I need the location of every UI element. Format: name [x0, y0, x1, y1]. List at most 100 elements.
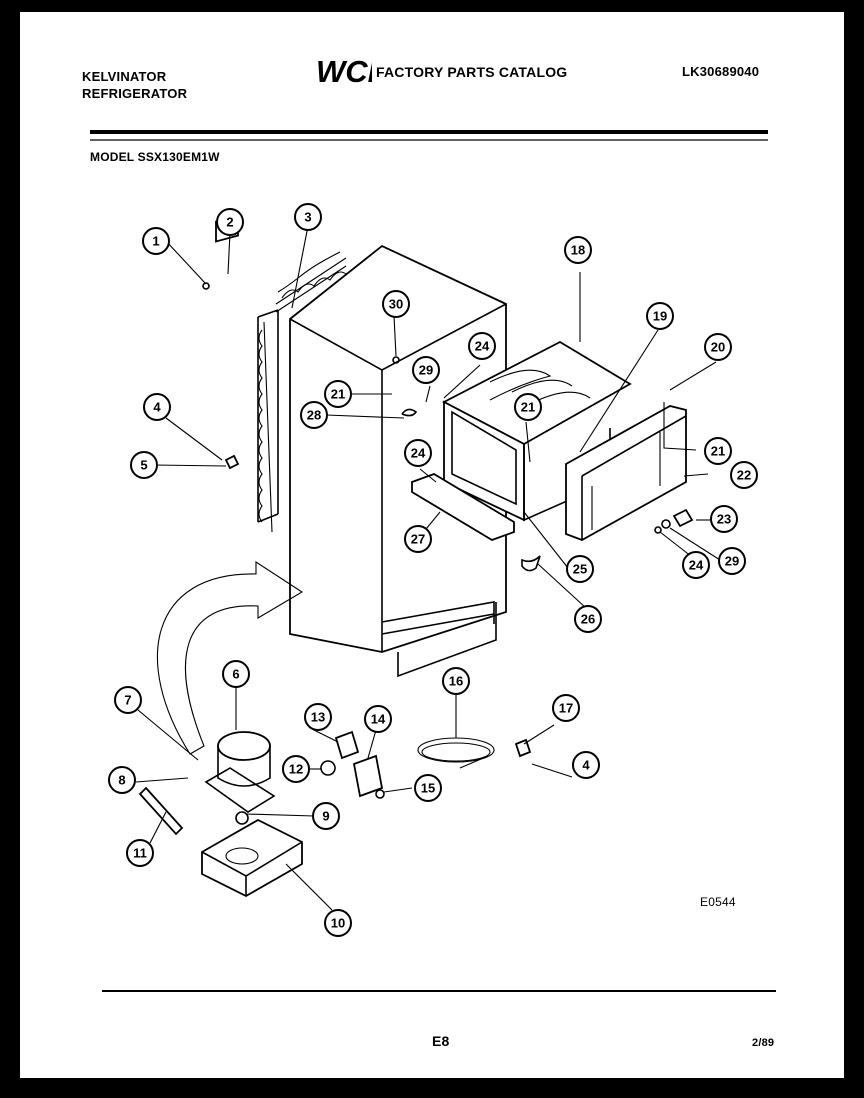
- callout-27: 27: [404, 525, 432, 553]
- svg-text:25: 25: [573, 562, 587, 577]
- callout-13: 13: [304, 703, 332, 731]
- power-cord: [417, 737, 495, 769]
- svg-text:13: 13: [311, 710, 325, 725]
- svg-text:27: 27: [411, 532, 425, 547]
- product-type: REFRIGERATOR: [82, 86, 188, 101]
- svg-text:21: 21: [331, 387, 345, 402]
- part-11-strap: [138, 786, 184, 836]
- condenser-coil: [257, 251, 347, 533]
- callout-21c: 21: [704, 437, 732, 465]
- svg-text:8: 8: [118, 773, 125, 788]
- svg-text:21: 21: [521, 400, 535, 415]
- svg-text:29: 29: [419, 363, 433, 378]
- part-23-hinge: [672, 508, 694, 528]
- callout-1: 1: [142, 227, 170, 255]
- callout-19: 19: [646, 302, 674, 330]
- part-9-grommet: [235, 811, 249, 825]
- svg-text:29: 29: [725, 554, 739, 569]
- svg-text:28: 28: [307, 408, 321, 423]
- callout-6: 6: [222, 660, 250, 688]
- svg-text:4: 4: [153, 400, 161, 415]
- callout-24a: 24: [468, 332, 496, 360]
- drain-trough: [521, 555, 541, 572]
- svg-text:24: 24: [475, 339, 490, 354]
- svg-text:11: 11: [133, 846, 147, 861]
- part-28-clip: [401, 408, 418, 417]
- callout-2: 2: [216, 208, 244, 236]
- svg-text:23: 23: [717, 512, 731, 527]
- brand-name: KELVINATOR: [82, 69, 167, 84]
- freezer-compartment: [442, 340, 632, 522]
- part-17-bracket: [514, 738, 532, 758]
- svg-text:24: 24: [689, 558, 704, 573]
- callout-5: 5: [130, 451, 158, 479]
- page-number: E8: [432, 1033, 450, 1049]
- part-15-clip: [375, 789, 385, 799]
- part-12-overload: [320, 760, 336, 776]
- svg-text:15: 15: [421, 781, 435, 796]
- svg-text:17: 17: [559, 701, 573, 716]
- svg-text:19: 19: [653, 309, 667, 324]
- svg-text:16: 16: [449, 674, 463, 689]
- part-13-relay: [334, 730, 360, 760]
- callout-3: 3: [294, 203, 322, 231]
- callout-11: 11: [126, 839, 154, 867]
- arrow-indicator: [156, 560, 304, 755]
- callout-28: 28: [300, 401, 328, 429]
- compressor: [204, 731, 276, 813]
- svg-text:26: 26: [581, 612, 595, 627]
- part-29-washer: [661, 519, 671, 529]
- document-number: LK30689040: [682, 64, 760, 79]
- callout-4b: 4: [572, 751, 600, 779]
- callout-12: 12: [282, 755, 310, 783]
- diagram-code: E0544: [700, 895, 736, 909]
- svg-text:12: 12: [289, 762, 303, 777]
- callout-29b: 29: [718, 547, 746, 575]
- svg-text:10: 10: [331, 916, 345, 931]
- exploded-parts-diagram: 1 2 3 4 5 6 7 8 9 10 11 12 13 14 15 16 1…: [90, 130, 776, 992]
- svg-text:20: 20: [711, 340, 725, 355]
- callout-25: 25: [566, 555, 594, 583]
- callout-24b: 24: [404, 439, 432, 467]
- wci-logo: WCI: [316, 54, 372, 88]
- compressor-base-pan: [201, 818, 303, 898]
- freezer-shelf-rail: [411, 473, 515, 541]
- callout-10: 10: [324, 909, 352, 937]
- callout-20: 20: [704, 333, 732, 361]
- model-number: MODEL SSX130EM1W: [90, 150, 220, 164]
- svg-text:7: 7: [124, 693, 131, 708]
- callout-26: 26: [574, 605, 602, 633]
- freezer-door: [565, 405, 687, 541]
- callout-22: 22: [730, 461, 758, 489]
- callout-21a: 21: [324, 380, 352, 408]
- svg-text:21: 21: [711, 444, 725, 459]
- catalog-page: KELVINATOR REFRIGERATOR WCI FACTORY PART…: [20, 12, 844, 1078]
- part-24-screw: [654, 526, 662, 534]
- part-14-relay-cover: [352, 754, 384, 798]
- callout-23: 23: [710, 505, 738, 533]
- svg-text:6: 6: [232, 667, 239, 682]
- revision-date: 2/89: [752, 1037, 775, 1049]
- svg-text:9: 9: [322, 809, 329, 824]
- callout-29a: 29: [412, 356, 440, 384]
- leader-lines: [135, 225, 721, 911]
- svg-text:14: 14: [371, 712, 386, 727]
- part-5-clip: [224, 454, 240, 470]
- callout-21b: 21: [514, 393, 542, 421]
- callout-30: 30: [382, 290, 410, 318]
- logo-text: WCI: [316, 54, 372, 88]
- svg-text:18: 18: [571, 243, 585, 258]
- callout-8: 8: [108, 766, 136, 794]
- callout-15: 15: [414, 774, 442, 802]
- svg-text:2: 2: [226, 215, 233, 230]
- callout-4: 4: [143, 393, 171, 421]
- svg-text:4: 4: [582, 758, 590, 773]
- svg-text:22: 22: [737, 468, 751, 483]
- callout-14: 14: [364, 705, 392, 733]
- callout-9: 9: [312, 802, 340, 830]
- callout-24c: 24: [682, 551, 710, 579]
- svg-text:24: 24: [411, 446, 426, 461]
- catalog-title: FACTORY PARTS CATALOG: [376, 64, 568, 80]
- part-1-screw: [202, 282, 210, 290]
- part-30-fastener: [392, 356, 400, 364]
